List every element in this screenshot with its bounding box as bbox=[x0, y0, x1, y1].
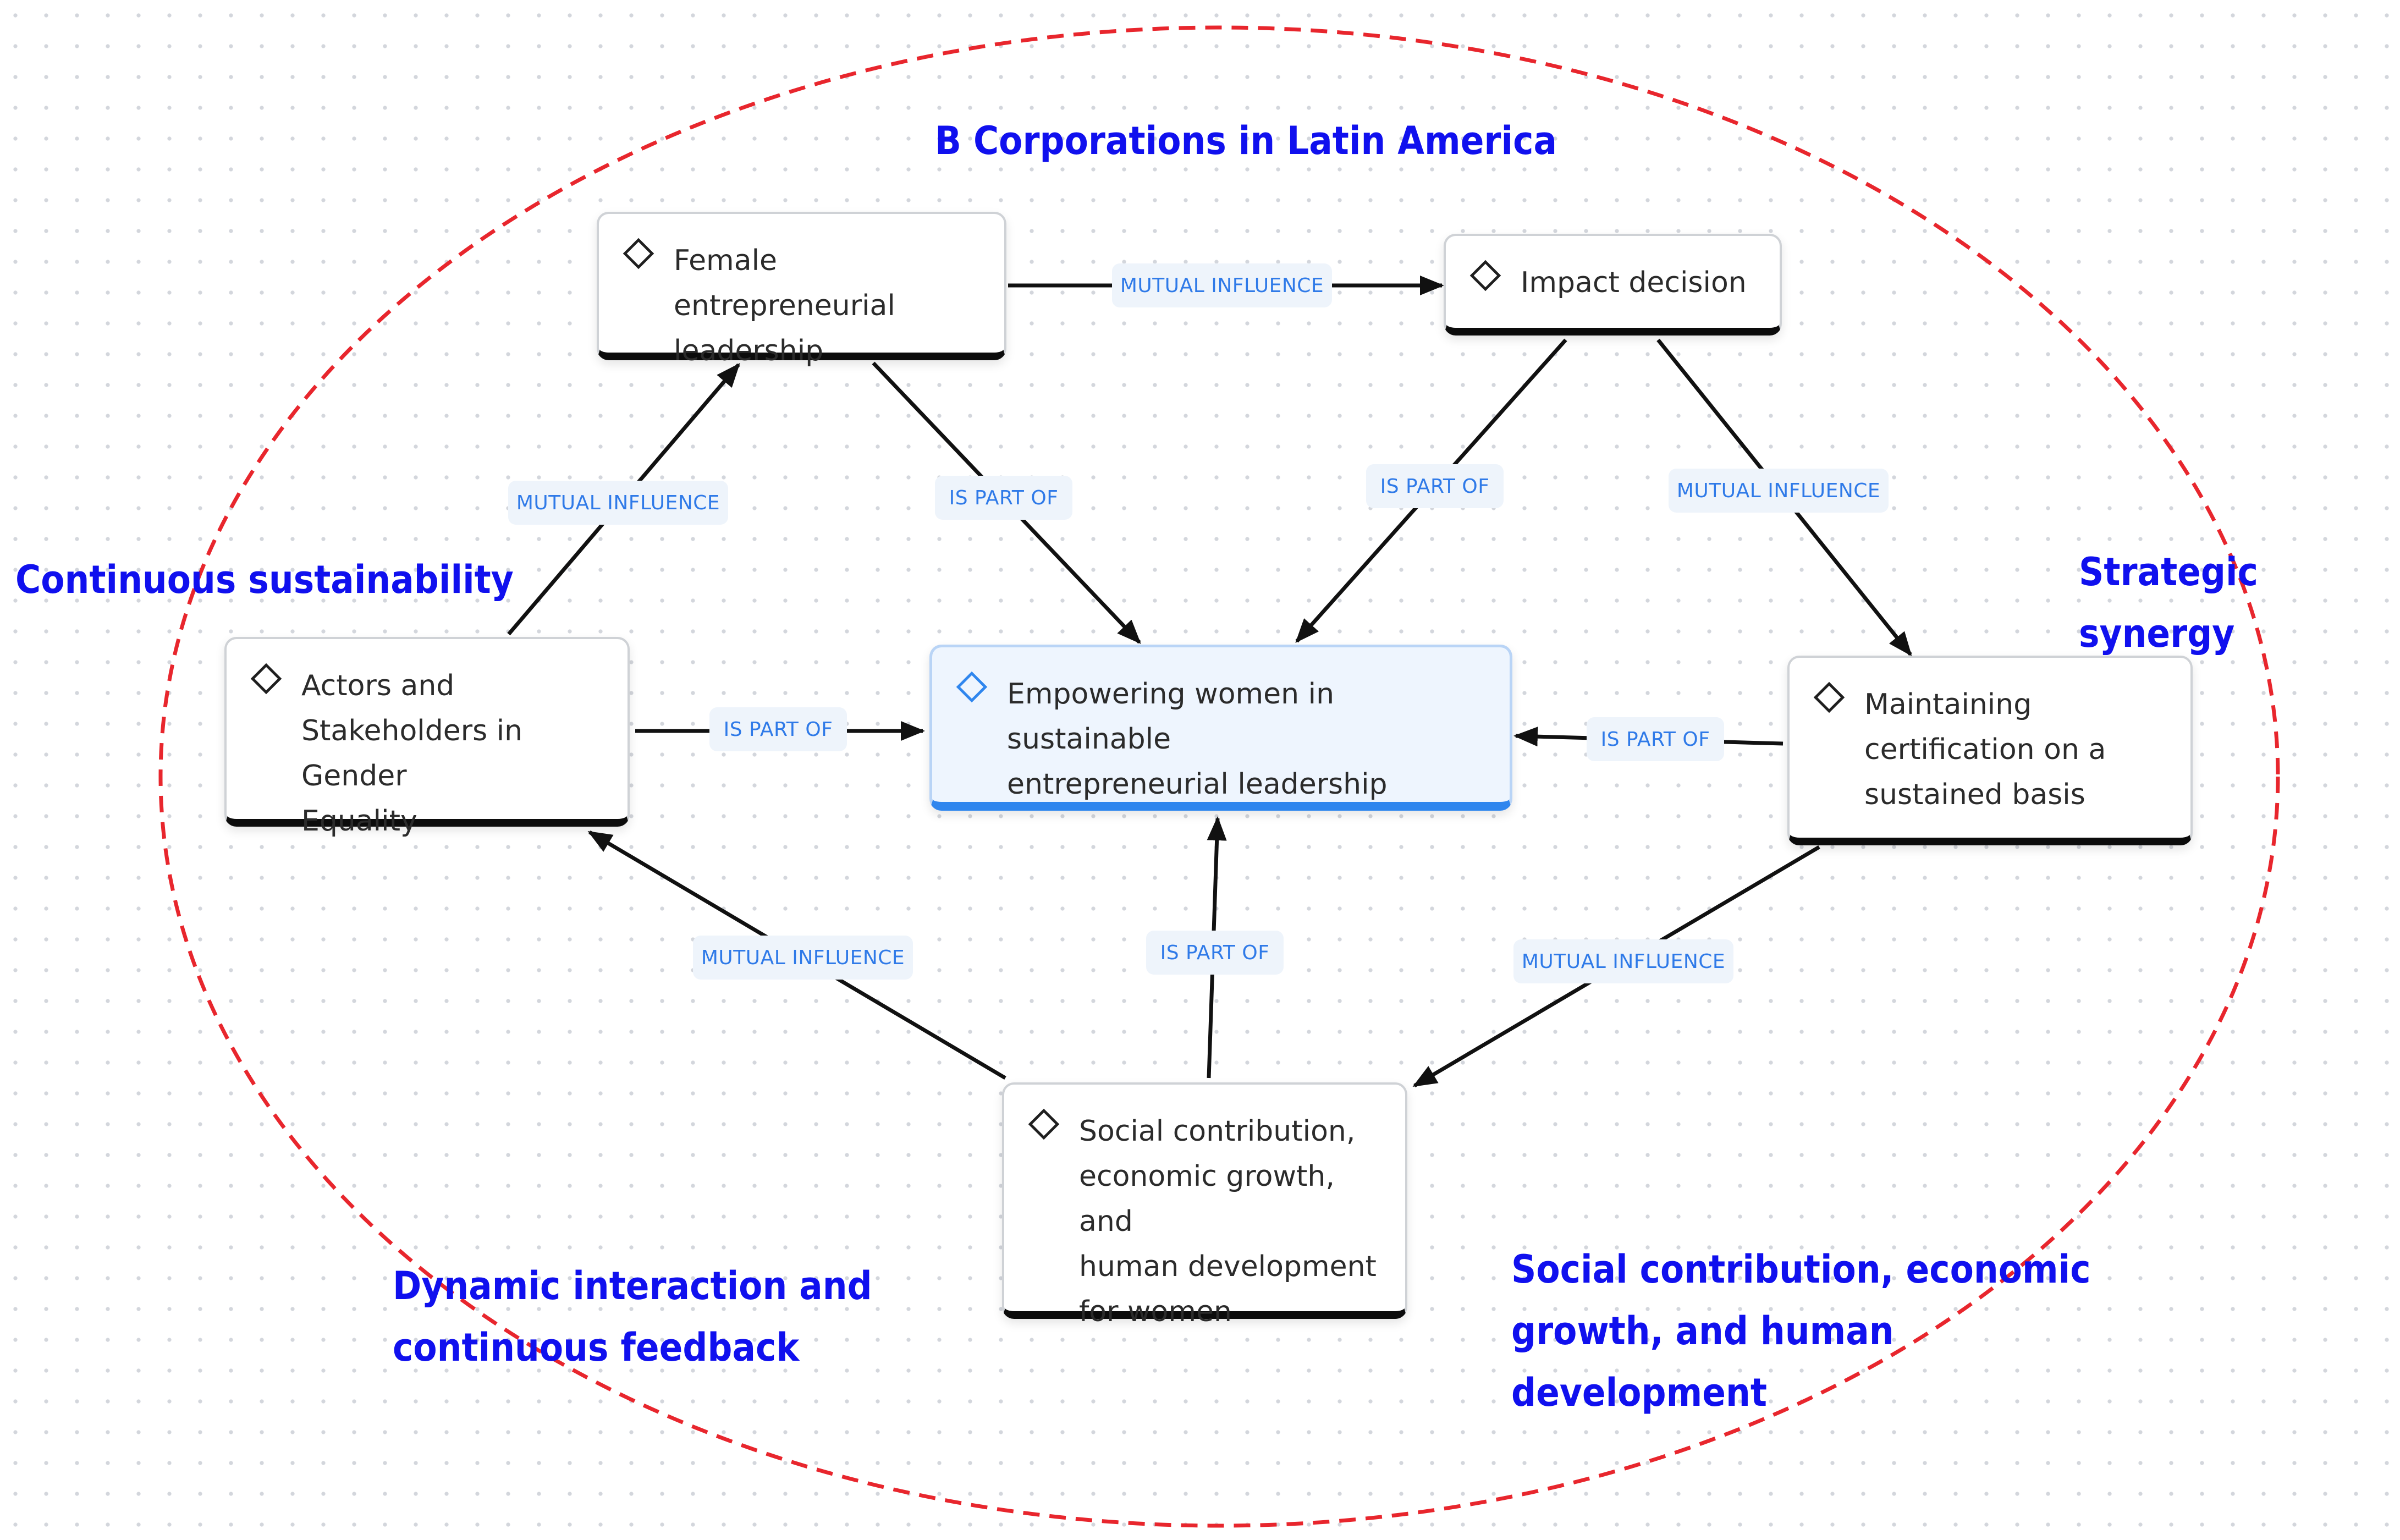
node-actors-stakeholders[interactable]: Actors and Stakeholders in Gender Equali… bbox=[224, 637, 630, 838]
node-label: Female entrepreneurial leadership bbox=[674, 244, 895, 367]
diagram-title: B Corporations in Latin America bbox=[935, 118, 1557, 163]
diamond-icon bbox=[956, 671, 988, 703]
edge-label-female-to-center: IS PART OF bbox=[935, 476, 1072, 520]
node-maintaining-certification[interactable]: Maintaining certification on a sustained… bbox=[1787, 656, 2193, 845]
node-label: Social contribution, economic growth, an… bbox=[1079, 1115, 1377, 1328]
edge-label-social-to-actors: MUTUAL INFLUENCE bbox=[693, 936, 913, 980]
node-label: Maintaining certification on a sustained… bbox=[1864, 688, 2106, 811]
node-female-leadership[interactable]: Female entrepreneurial leadership bbox=[597, 212, 1006, 367]
edge-label-female-to-impact: MUTUAL INFLUENCE bbox=[1112, 263, 1332, 307]
annotation-social-contribution: Social contribution, economic growth, an… bbox=[1511, 1247, 2091, 1415]
edge-label-certification-to-center: IS PART OF bbox=[1587, 717, 1724, 761]
edge-label-impact-to-certification: MUTUAL INFLUENCE bbox=[1669, 469, 1889, 513]
node-social-contribution[interactable]: Social contribution, economic growth, an… bbox=[1002, 1082, 1407, 1328]
diamond-icon bbox=[1469, 260, 1501, 292]
edge-label-actors-to-center: IS PART OF bbox=[709, 707, 847, 751]
node-empowering-women[interactable]: Empowering women in sustainable entrepre… bbox=[929, 645, 1512, 811]
edge-label-impact-to-center: IS PART OF bbox=[1366, 464, 1504, 508]
node-label: Impact decision bbox=[1521, 266, 1747, 299]
node-label: Actors and Stakeholders in Gender Equali… bbox=[301, 669, 523, 838]
diamond-icon bbox=[1028, 1108, 1060, 1140]
annotation-dynamic-interaction: Dynamic interaction and continuous feedb… bbox=[393, 1263, 872, 1370]
diamond-icon bbox=[623, 238, 654, 270]
edge-label-actors-to-female: MUTUAL INFLUENCE bbox=[508, 481, 728, 525]
edge-label-certification-to-social: MUTUAL INFLUENCE bbox=[1513, 939, 1733, 983]
edge-label-social-to-center: IS PART OF bbox=[1146, 931, 1284, 975]
node-label: Empowering women in sustainable entrepre… bbox=[1007, 678, 1388, 801]
dashed-boundary-ellipse bbox=[158, 25, 2280, 1528]
diamond-icon bbox=[1813, 681, 1845, 713]
annotation-continuous-sustainability: Continuous sustainability bbox=[15, 557, 514, 602]
node-impact-decision[interactable]: Impact decision bbox=[1444, 234, 1782, 336]
annotation-strategic-synergy: Strategic synergy bbox=[2079, 549, 2258, 656]
diamond-icon bbox=[250, 663, 282, 695]
